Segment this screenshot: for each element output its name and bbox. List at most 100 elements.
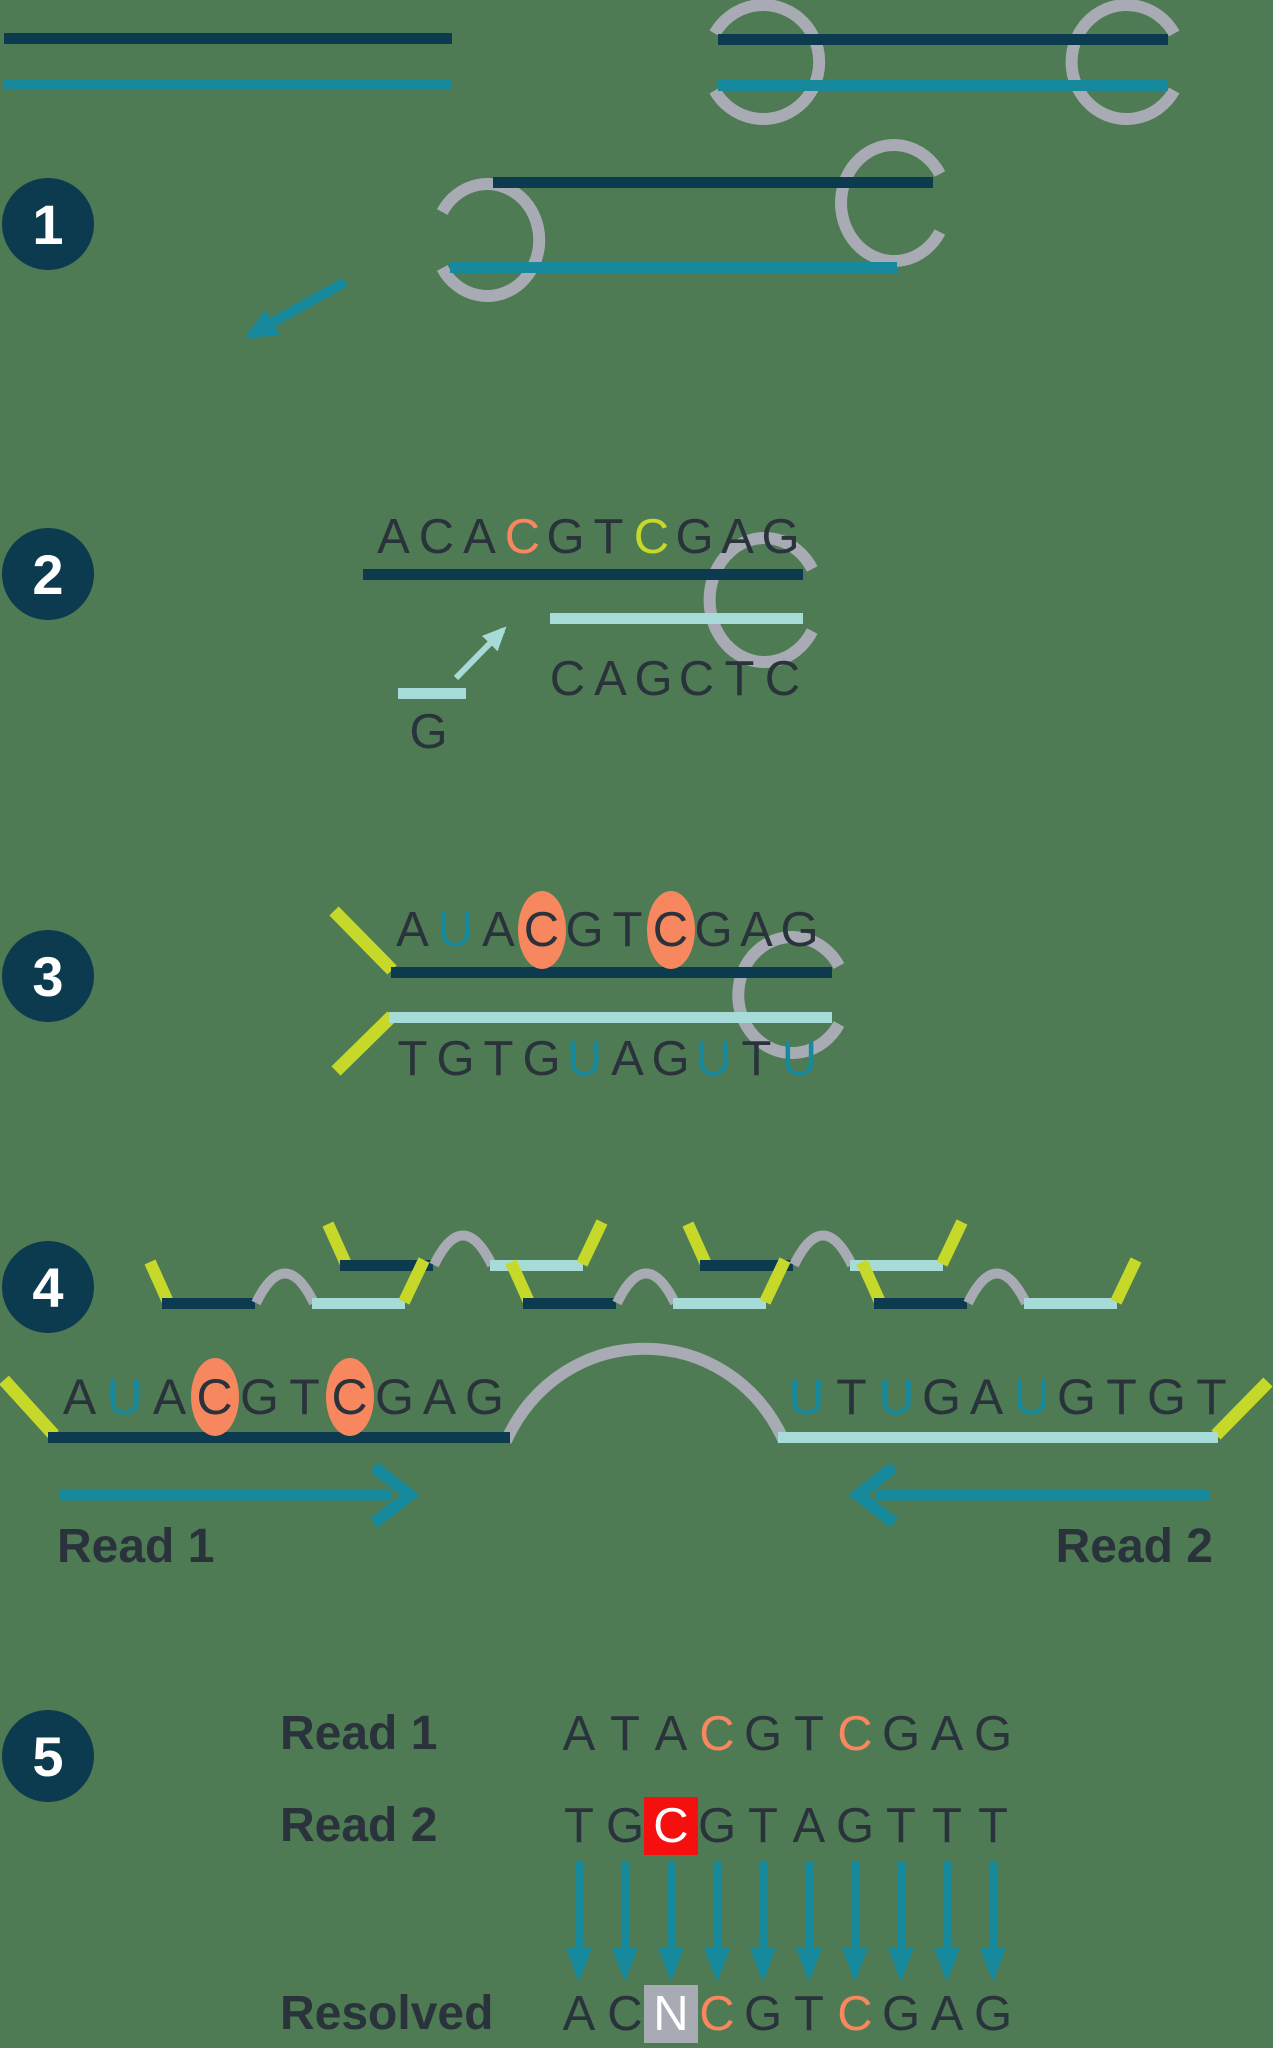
seq-base: T bbox=[886, 1799, 916, 1853]
seq-base: U bbox=[566, 1032, 603, 1086]
seq-base: G bbox=[565, 903, 604, 957]
seq-base: T bbox=[564, 1799, 594, 1853]
seq-base: T bbox=[397, 1032, 428, 1086]
seq-base: A bbox=[654, 1707, 688, 1761]
seq-base: G bbox=[240, 1369, 279, 1425]
seq-base: T bbox=[1196, 1369, 1227, 1425]
seq-base: C bbox=[837, 1987, 873, 2041]
incoming-base-label: G bbox=[407, 705, 450, 759]
seq-base: T bbox=[612, 903, 643, 957]
seq-base: T bbox=[794, 1707, 824, 1761]
seq-base: G bbox=[465, 1369, 504, 1425]
seq-base: A bbox=[721, 510, 754, 564]
seq-base: C bbox=[549, 652, 586, 706]
linearized-fragment bbox=[856, 1257, 1142, 1309]
hairpin-loop-icon bbox=[732, 931, 845, 1059]
down-arrow-icon bbox=[740, 1862, 786, 1982]
seq-base: T bbox=[748, 1799, 778, 1853]
seq-base: G bbox=[634, 652, 673, 706]
step3-bottom-strand bbox=[389, 1012, 832, 1023]
seq-base: T bbox=[978, 1799, 1008, 1853]
seq-base: G bbox=[922, 1369, 961, 1425]
duplex-bottom-strand bbox=[4, 79, 452, 90]
denature-arrow-icon bbox=[244, 277, 348, 340]
hairpin-loop-icon bbox=[835, 139, 946, 267]
seq-base: G bbox=[694, 903, 733, 957]
seq-base: U bbox=[788, 1369, 825, 1425]
dumbbell-bottom-strand bbox=[718, 80, 1168, 91]
seq-base: U bbox=[878, 1369, 915, 1425]
seq-base: G bbox=[605, 1799, 645, 1853]
seq-base: C bbox=[520, 903, 563, 957]
loop-hump-icon bbox=[500, 1342, 790, 1444]
linearized-fragment bbox=[505, 1257, 791, 1309]
seq-base: C bbox=[504, 510, 541, 564]
seq-base: G bbox=[835, 1799, 875, 1853]
incoming-base-strand bbox=[398, 688, 466, 699]
seq-base: G bbox=[743, 1707, 783, 1761]
seq-base: U bbox=[695, 1032, 732, 1086]
read1-label: Read 1 bbox=[57, 1520, 215, 1573]
step-badge-3: 3 bbox=[2, 930, 94, 1022]
seq-base: G bbox=[780, 903, 819, 957]
down-arrow-icon bbox=[924, 1862, 970, 1982]
adapter-tick-icon bbox=[0, 1375, 59, 1440]
step4-left-strand bbox=[48, 1432, 510, 1443]
seq-base: A bbox=[740, 903, 773, 957]
seq-base: G bbox=[675, 510, 714, 564]
seq-base: A bbox=[482, 903, 515, 957]
denatured-top-strand bbox=[493, 177, 933, 188]
seq-base: C bbox=[648, 1799, 694, 1853]
seq-base: G bbox=[409, 705, 448, 759]
seq-base: G bbox=[881, 1987, 921, 2041]
seq-base: G bbox=[973, 1987, 1013, 2041]
linearized-fragment bbox=[322, 1219, 608, 1271]
read2-label: Read 2 bbox=[1055, 1520, 1213, 1573]
seq-base: T bbox=[289, 1369, 320, 1425]
step5-resolved-label: Resolved bbox=[280, 1987, 494, 2040]
step5-read2-label: Read 2 bbox=[280, 1799, 438, 1852]
seq-base: A bbox=[969, 1369, 1004, 1425]
down-arrow-icon bbox=[694, 1862, 740, 1982]
seq-base: C bbox=[633, 510, 670, 564]
hairpin-loop-icon bbox=[703, 532, 818, 668]
seq-base: C bbox=[764, 652, 801, 706]
step-badge-1: 1 bbox=[2, 178, 94, 270]
step-badge-5: 5 bbox=[2, 1710, 94, 1802]
seq-base: A bbox=[562, 1987, 596, 2041]
seq-base: C bbox=[649, 903, 692, 957]
hairpin-loop-icon bbox=[1065, 0, 1180, 125]
seq-base: T bbox=[794, 1987, 824, 2041]
step3-top-strand bbox=[391, 967, 832, 978]
seq-base: C bbox=[699, 1987, 735, 2041]
linearized-fragment bbox=[682, 1219, 968, 1271]
down-arrow-icon bbox=[878, 1862, 924, 1982]
hairpin-loop-icon bbox=[436, 178, 546, 302]
duplex-top-strand bbox=[4, 33, 452, 44]
seq-base: A bbox=[562, 1707, 596, 1761]
down-arrow-icon bbox=[832, 1862, 878, 1982]
seq-base: C bbox=[678, 652, 715, 706]
down-arrow-icon bbox=[648, 1862, 694, 1982]
seq-base: G bbox=[1057, 1369, 1096, 1425]
down-arrow-icon bbox=[556, 1862, 602, 1982]
seq-base: U bbox=[1013, 1369, 1050, 1425]
read1-arrowhead-icon bbox=[370, 1462, 420, 1528]
adapter-tick-icon bbox=[1211, 1377, 1273, 1440]
seq-base: G bbox=[436, 1032, 475, 1086]
seq-base: A bbox=[396, 903, 429, 957]
seq-base: T bbox=[932, 1799, 962, 1853]
down-arrow-icon bbox=[786, 1862, 832, 1982]
seq-base: C bbox=[837, 1707, 873, 1761]
read2-arrowhead-icon bbox=[848, 1462, 898, 1528]
seq-base: A bbox=[594, 652, 627, 706]
consensus-arrows bbox=[556, 1862, 1016, 1982]
seq-base: A bbox=[930, 1707, 964, 1761]
step2-nascent-strand bbox=[550, 613, 803, 624]
